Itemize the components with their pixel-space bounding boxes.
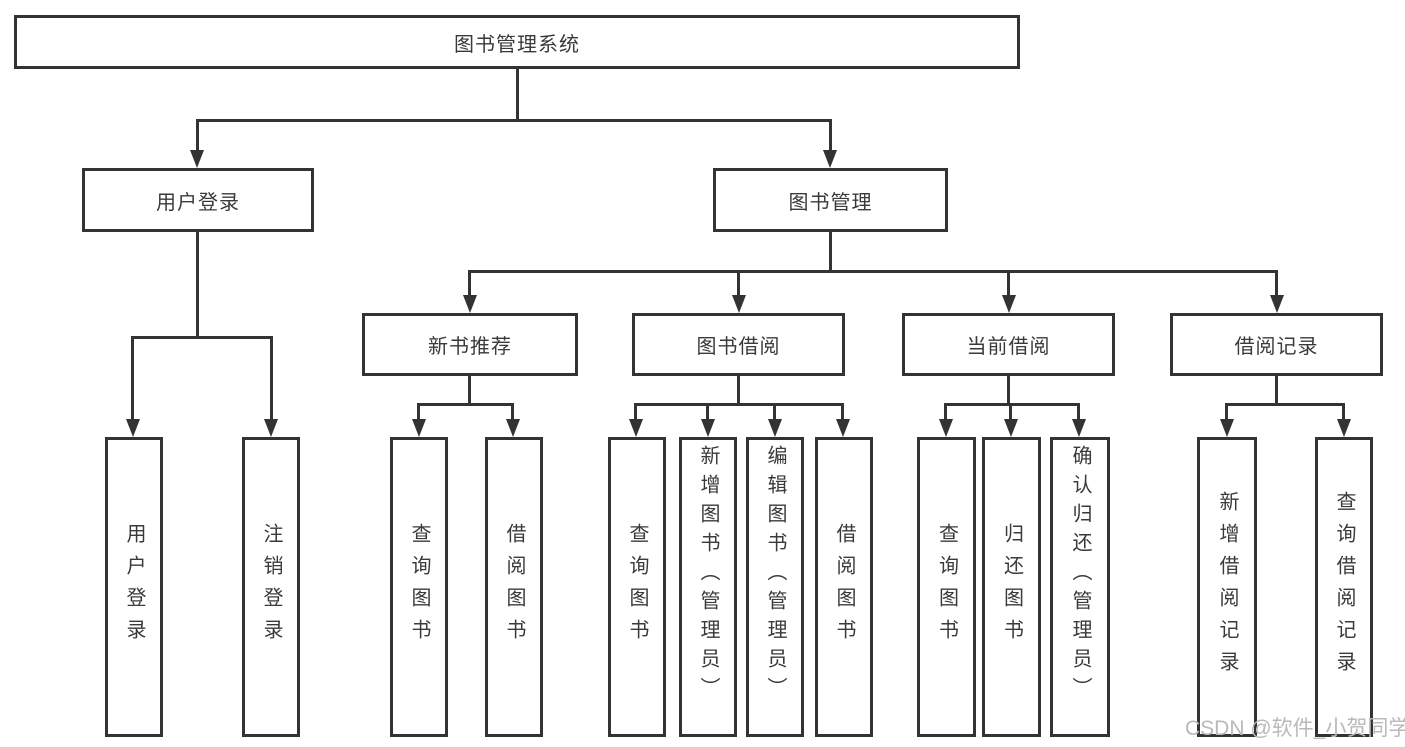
csdn-watermark: CSDN @软件_小贺同学 bbox=[1185, 717, 1405, 740]
connector-line bbox=[131, 336, 273, 339]
node-label: 图书管理系统 bbox=[454, 33, 580, 56]
connector-line bbox=[773, 403, 776, 419]
connector-line bbox=[417, 403, 514, 406]
connector-line bbox=[511, 403, 514, 419]
connector-line bbox=[1225, 403, 1228, 419]
connector-line bbox=[829, 119, 832, 151]
node-label: 查询借阅记录 bbox=[1333, 491, 1355, 683]
arrow-down-icon bbox=[506, 419, 520, 437]
node-label: 用户登录 bbox=[156, 191, 240, 214]
arrow-down-icon bbox=[1004, 419, 1018, 437]
leaf-query-borrow-record: 查询借阅记录 bbox=[1315, 437, 1373, 737]
node-label: 借阅图书 bbox=[833, 523, 855, 651]
connector-line bbox=[516, 69, 519, 119]
arrow-down-icon bbox=[701, 419, 715, 437]
connector-line bbox=[196, 119, 199, 151]
node-label: 归还图书 bbox=[1000, 523, 1023, 651]
connector-line bbox=[270, 336, 273, 420]
arrow-down-icon bbox=[732, 295, 746, 313]
node-current-borrowing: 当前借阅 bbox=[902, 313, 1115, 376]
connector-line bbox=[737, 270, 740, 295]
connector-line bbox=[706, 403, 709, 419]
arrow-down-icon bbox=[264, 419, 278, 437]
node-label: 查询图书 bbox=[626, 523, 648, 651]
connector-line bbox=[1007, 376, 1010, 403]
arrow-down-icon bbox=[1270, 295, 1284, 313]
leaf-query-books-borrowing: 查询图书 bbox=[608, 437, 666, 737]
connector-line bbox=[1009, 403, 1012, 419]
leaf-confirm-return-admin: 确认归还（管理员） bbox=[1050, 437, 1110, 737]
node-borrow-records: 借阅记录 bbox=[1170, 313, 1383, 376]
connector-line bbox=[634, 403, 844, 406]
connector-line bbox=[1275, 376, 1278, 403]
connector-line bbox=[417, 403, 420, 419]
connector-line bbox=[468, 270, 471, 295]
connector-line bbox=[1275, 270, 1278, 295]
node-library-management-system: 图书管理系统 bbox=[14, 15, 1020, 69]
connector-line bbox=[1225, 403, 1345, 406]
node-label: 新增图书（管理员） bbox=[697, 445, 719, 706]
connector-line bbox=[944, 403, 947, 419]
node-book-borrowing: 图书借阅 bbox=[632, 313, 845, 376]
node-label: 借阅图书 bbox=[503, 523, 525, 651]
node-user-login: 用户登录 bbox=[82, 168, 314, 232]
arrow-down-icon bbox=[1220, 419, 1234, 437]
node-label: 新增借阅记录 bbox=[1216, 491, 1238, 683]
arrow-down-icon bbox=[1002, 295, 1016, 313]
connector-line bbox=[634, 403, 637, 419]
arrow-down-icon bbox=[823, 150, 837, 168]
node-label: 图书借阅 bbox=[696, 336, 781, 358]
leaf-user-login: 用户登录 bbox=[105, 437, 163, 737]
node-label: 借阅记录 bbox=[1234, 336, 1319, 358]
arrow-down-icon bbox=[629, 419, 643, 437]
leaf-add-book-admin: 新增图书（管理员） bbox=[679, 437, 737, 737]
connector-line bbox=[131, 336, 134, 420]
node-label: 查询图书 bbox=[935, 523, 958, 651]
connector-line bbox=[737, 376, 740, 403]
arrow-down-icon bbox=[1337, 419, 1351, 437]
node-label: 当前借阅 bbox=[966, 336, 1051, 358]
connector-line bbox=[196, 232, 199, 336]
node-label: 编辑图书（管理员） bbox=[764, 445, 786, 706]
connector-line bbox=[1007, 270, 1010, 295]
connector-line bbox=[944, 403, 1080, 406]
connector-line bbox=[468, 270, 1278, 273]
leaf-edit-book-admin: 编辑图书（管理员） bbox=[746, 437, 804, 737]
leaf-query-books-current: 查询图书 bbox=[917, 437, 976, 737]
connector-line bbox=[1342, 403, 1345, 419]
connector-line bbox=[841, 403, 844, 419]
arrow-down-icon bbox=[463, 295, 477, 313]
node-label: 查询图书 bbox=[408, 523, 430, 651]
connector-line bbox=[1077, 403, 1080, 419]
arrow-down-icon bbox=[939, 419, 953, 437]
connector-line bbox=[196, 119, 832, 122]
arrow-down-icon bbox=[1072, 419, 1086, 437]
arrow-down-icon bbox=[836, 419, 850, 437]
leaf-borrow-books: 借阅图书 bbox=[815, 437, 873, 737]
node-label: 用户登录 bbox=[123, 523, 145, 651]
arrow-down-icon bbox=[768, 419, 782, 437]
leaf-borrow-books-recommend: 借阅图书 bbox=[485, 437, 543, 737]
node-label: 注销登录 bbox=[260, 523, 282, 651]
connector-line bbox=[468, 376, 471, 403]
arrow-down-icon bbox=[412, 419, 426, 437]
arrow-down-icon bbox=[126, 419, 140, 437]
node-label: 新书推荐 bbox=[428, 336, 512, 358]
arrow-down-icon bbox=[190, 150, 204, 168]
leaf-return-books: 归还图书 bbox=[982, 437, 1041, 737]
connector-line bbox=[829, 232, 832, 270]
leaf-query-books-recommend: 查询图书 bbox=[390, 437, 448, 737]
node-book-management: 图书管理 bbox=[713, 168, 948, 232]
node-new-book-recommendation: 新书推荐 bbox=[362, 313, 578, 376]
leaf-logout: 注销登录 bbox=[242, 437, 300, 737]
node-label: 图书管理 bbox=[788, 191, 873, 214]
leaf-add-borrow-record: 新增借阅记录 bbox=[1197, 437, 1257, 737]
node-label: 确认归还（管理员） bbox=[1069, 445, 1091, 706]
